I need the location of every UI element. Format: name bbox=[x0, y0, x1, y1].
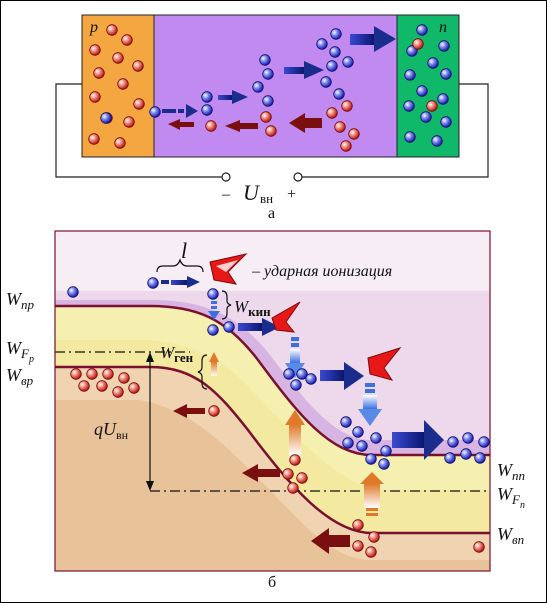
minus-sign: – bbox=[221, 186, 231, 203]
w-fn-label: WFn bbox=[497, 484, 525, 511]
w-cp-label: Wпр bbox=[6, 289, 35, 312]
p-label: p bbox=[89, 19, 98, 36]
plus-sign: + bbox=[287, 186, 296, 203]
caption-b: б bbox=[268, 574, 276, 591]
panel-b-frame bbox=[54, 230, 491, 572]
u-subscript: вн bbox=[260, 191, 273, 206]
w-fp-label: WFp bbox=[6, 338, 34, 365]
valence-edge bbox=[55, 365, 490, 535]
impact-legend bbox=[147, 253, 248, 289]
w-gen-label: Wген bbox=[160, 343, 194, 365]
terminal-minus bbox=[221, 172, 231, 182]
w-kin-label: Wкин bbox=[234, 297, 271, 319]
w-vp-label: Wвр bbox=[6, 365, 34, 388]
n-label: n bbox=[439, 19, 447, 36]
cascade bbox=[67, 286, 490, 470]
holes-cascade bbox=[173, 352, 485, 558]
impact-ionization-text: – ударная ионизация bbox=[251, 263, 392, 280]
w-gen-brace bbox=[197, 354, 208, 390]
caption-a: а bbox=[268, 205, 275, 222]
avalanche-chain-a bbox=[149, 26, 396, 152]
u-label: U bbox=[243, 180, 261, 205]
w-cn-label: Wпn bbox=[497, 460, 525, 483]
qu-label: qUвн bbox=[94, 419, 129, 442]
w-kin-brace bbox=[221, 290, 232, 320]
conduction-edge bbox=[55, 304, 490, 457]
l-label: l bbox=[181, 238, 187, 263]
w-vn-label: Wвn bbox=[497, 524, 524, 547]
circuit-wire-right bbox=[302, 83, 489, 178]
terminal-plus bbox=[293, 172, 303, 182]
panel-a: p n bbox=[55, 14, 489, 222]
circuit-wire-left bbox=[55, 83, 222, 178]
panel-b: l – ударная ионизация bbox=[6, 230, 525, 591]
